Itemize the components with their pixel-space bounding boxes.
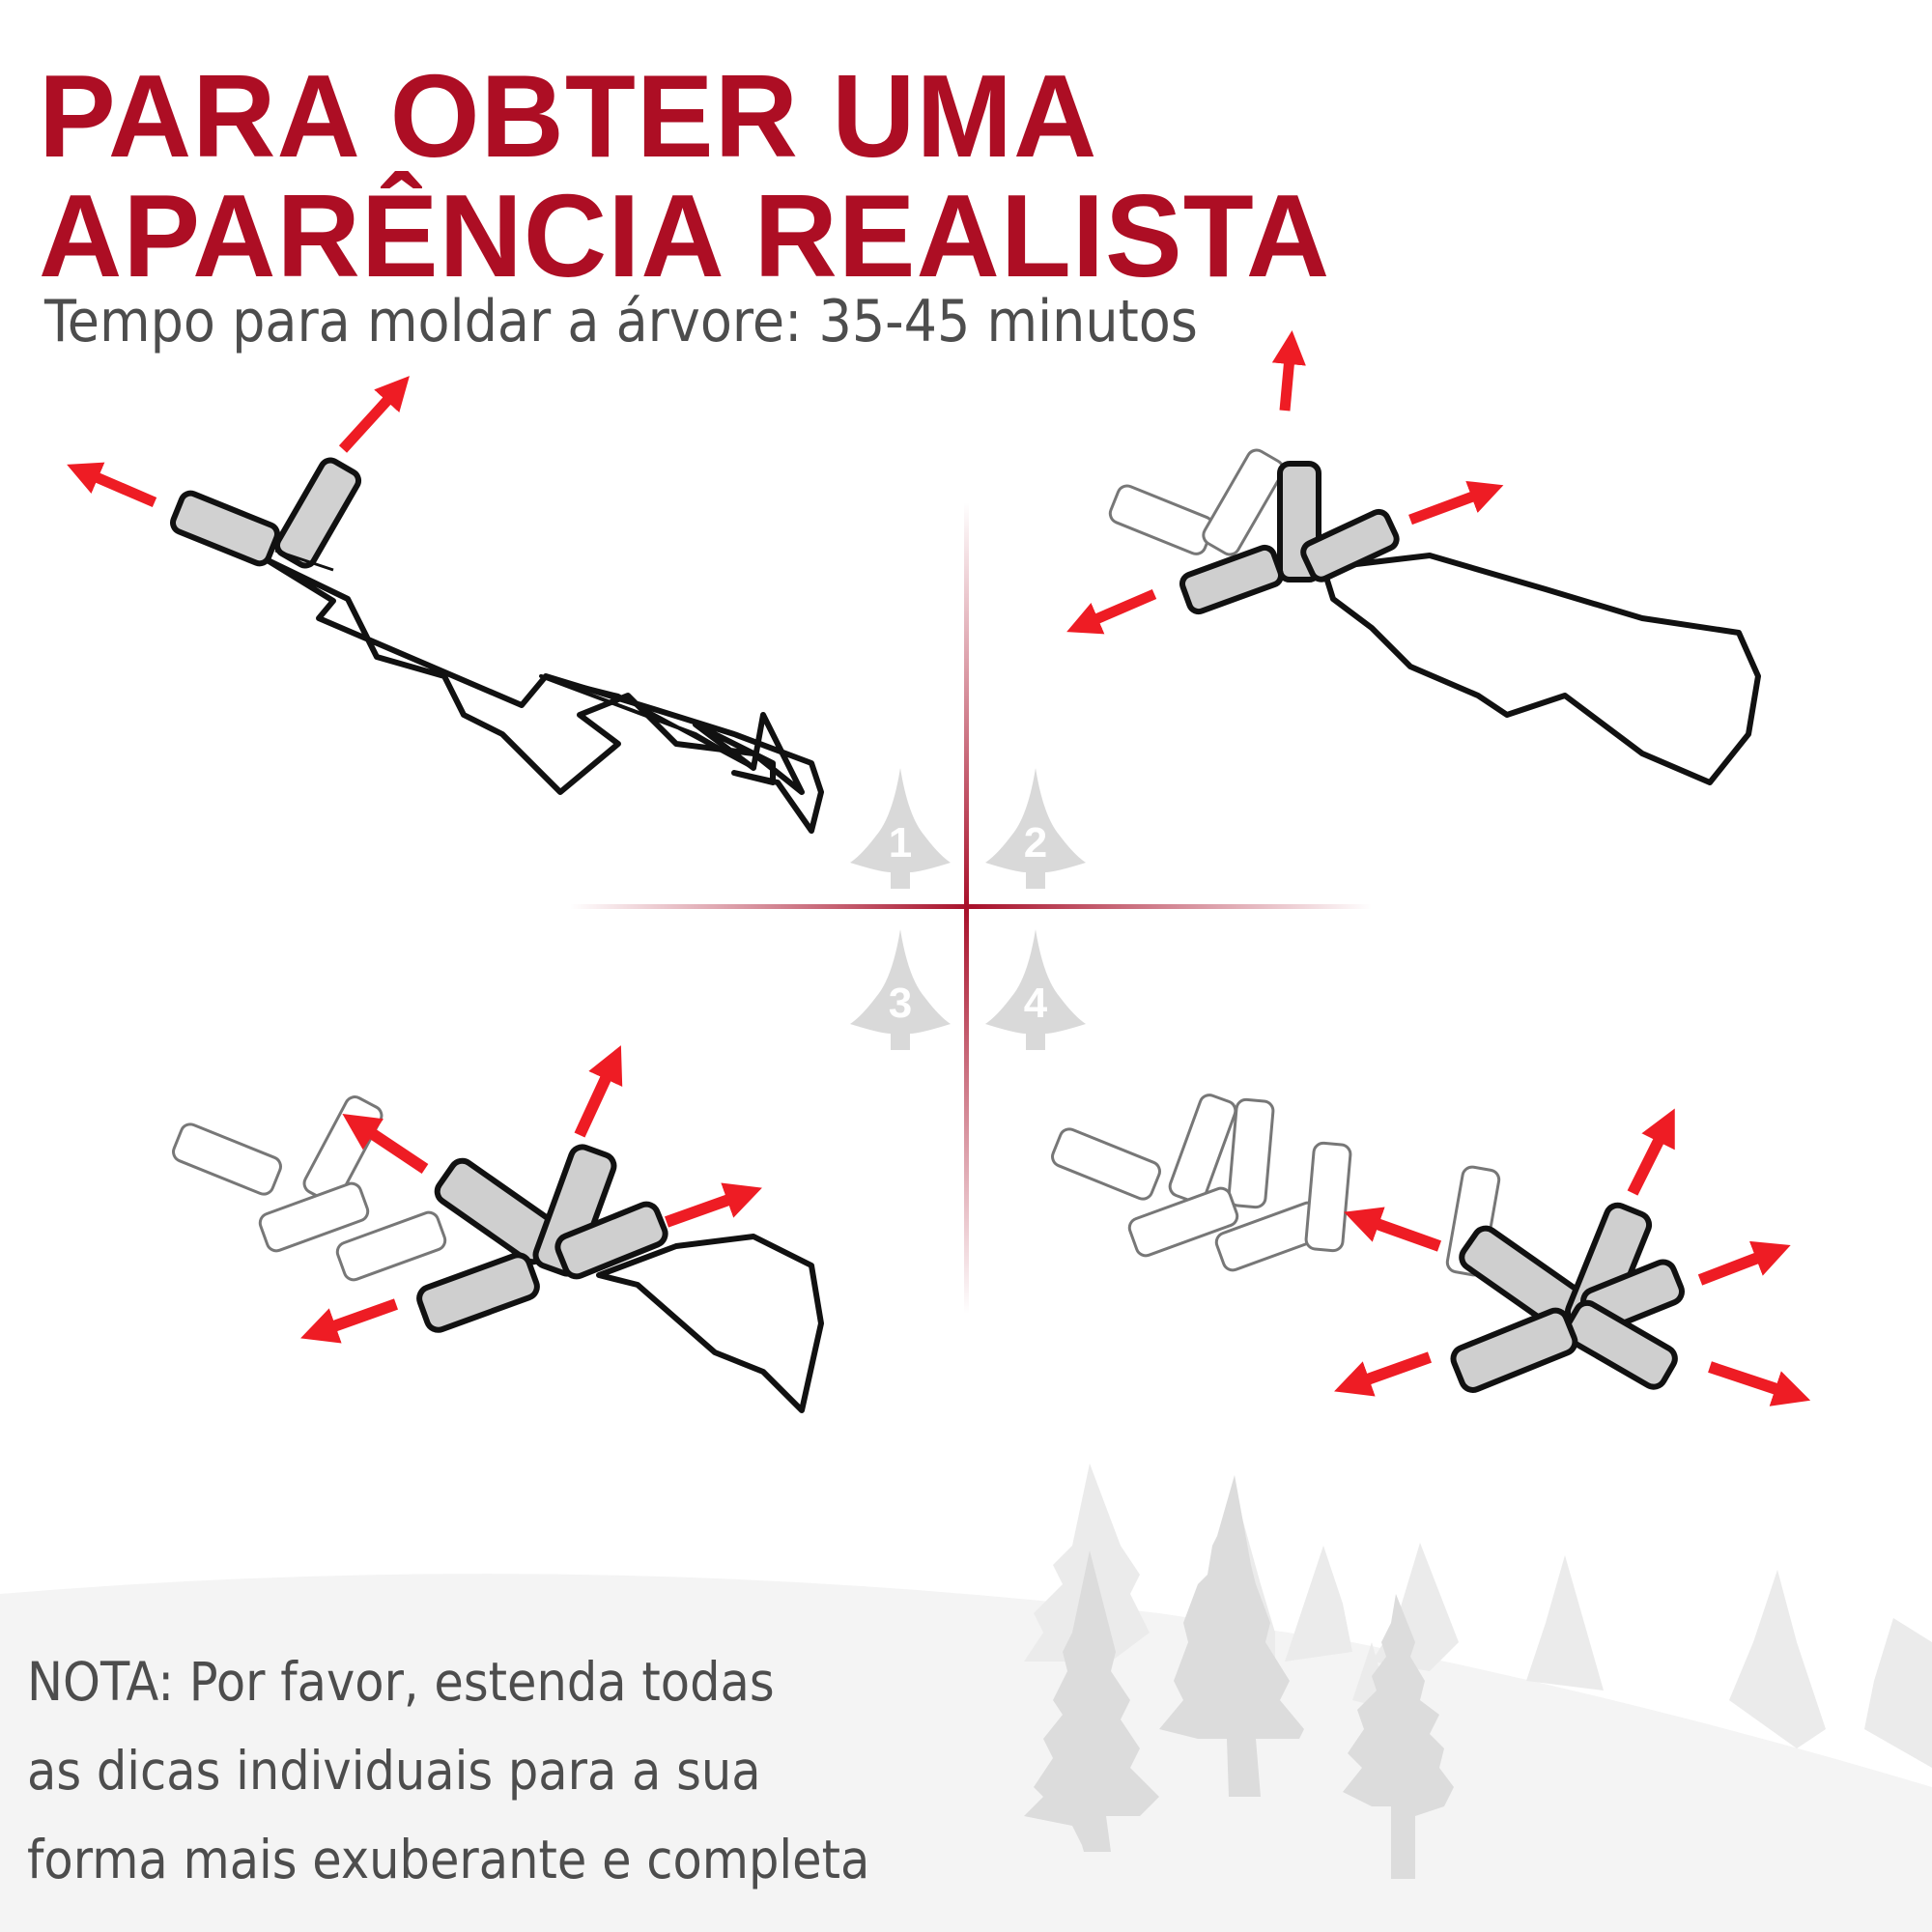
branch-illustration-step-1 — [67, 376, 824, 834]
step-2-number: 2 — [1023, 819, 1048, 867]
note-line-1: NOTA: Por favor, estenda todas — [27, 1651, 775, 1713]
note-line-2: as dicas individuais para a sua — [27, 1740, 761, 1802]
step-markers — [850, 768, 1086, 1050]
snowy-forest-background — [0, 1463, 1932, 1932]
title-line-1: PARA OBTER UMA — [39, 50, 1098, 182]
step-4-tree-icon — [985, 929, 1086, 1050]
title-line-2: APARÊNCIA REALISTA — [39, 170, 1331, 301]
note-line-3: forma mais exuberante e completa — [27, 1829, 870, 1890]
crosshair-divider — [570, 502, 1372, 1314]
branch-illustration-step-2 — [1066, 329, 1761, 785]
page-title: PARA OBTER UMA APARÊNCIA REALISTA — [39, 56, 1330, 296]
note-text: NOTA: Por favor, estenda todas as dicas … — [27, 1637, 869, 1904]
shaping-time-subtitle: Tempo para moldar a árvore: 35-45 minuto… — [44, 288, 1198, 355]
branch-illustration-step-4 — [1051, 1094, 1811, 1406]
step-1-number: 1 — [888, 819, 913, 867]
step-4-number: 4 — [1023, 980, 1048, 1027]
step-2-tree-icon — [985, 768, 1086, 889]
step-3-tree-icon — [850, 929, 951, 1050]
branch-illustration-step-3 — [172, 1045, 824, 1413]
step-3-number: 3 — [888, 980, 913, 1027]
step-1-tree-icon — [850, 768, 951, 889]
